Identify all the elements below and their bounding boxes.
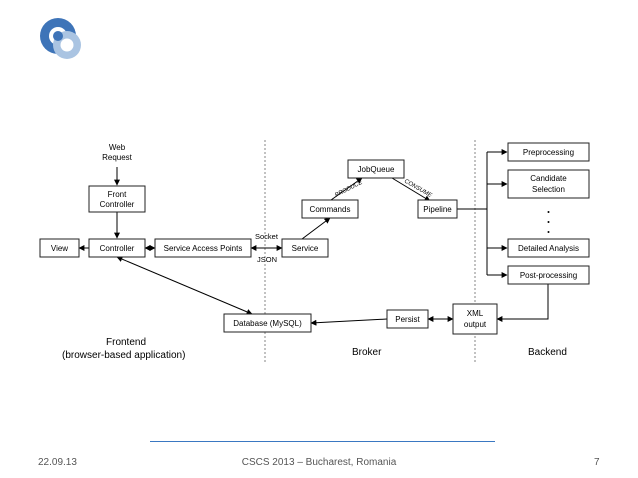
logo-icon — [40, 18, 81, 59]
node-commands — [301, 199, 359, 219]
edge-jobqueue-pipeline — [391, 177, 431, 202]
node-service-access-points-label: Service Access Points — [164, 244, 243, 253]
edge-post-xml — [496, 284, 549, 322]
edge-persist-database — [310, 318, 388, 326]
section-broker-title: Broker — [352, 347, 382, 358]
edge-service-commands — [301, 217, 331, 240]
node-jobqueue-label: JobQueue — [358, 165, 395, 174]
node-front-controller — [88, 185, 146, 213]
footer-date: 22.09.13 — [38, 457, 77, 468]
node-candidate-selection-label-2: Selection — [532, 185, 565, 194]
edge-label-json: JSON — [257, 255, 277, 264]
edge-controller-database — [116, 256, 253, 315]
node-detailed-analysis-label: Detailed Analysis — [518, 244, 579, 253]
node-service-label: Service — [292, 244, 319, 253]
node-service — [281, 238, 329, 258]
edge-label-produce: PRODUCE — [334, 179, 364, 198]
node-pipeline-label: Pipeline — [423, 205, 452, 214]
node-candidate-selection-label-1: Candidate — [530, 174, 567, 183]
node-web-request-label-1: Web — [109, 143, 126, 152]
footer-page-number: 7 — [594, 457, 600, 468]
section-backend-title: Backend — [528, 347, 567, 358]
node-persist-label: Persist — [395, 315, 420, 324]
node-post-processing-label: Post-processing — [520, 271, 577, 280]
ellipsis-dots — [547, 211, 550, 233]
node-jobqueue — [347, 159, 405, 179]
edge-commands-jobqueue — [330, 177, 363, 201]
edge-label-consume: CONSUME — [403, 179, 433, 200]
footer-rule — [150, 441, 495, 442]
footer-conference: CSCS 2013 – Bucharest, Romania — [241, 457, 397, 468]
node-xml-output-label-1: XML — [467, 309, 484, 318]
node-service-access-points — [154, 238, 252, 258]
edge-label-socket: Socket — [255, 232, 279, 241]
node-commands-label: Commands — [310, 205, 351, 214]
section-frontend-subtitle: (browser-based application) — [62, 350, 185, 361]
node-post-processing — [507, 265, 590, 285]
node-candidate-selection — [507, 169, 590, 199]
node-database-label: Database (MySQL) — [233, 319, 302, 328]
node-persist — [386, 309, 429, 329]
node-preprocessing — [507, 142, 590, 162]
node-front-controller-label-2: Controller — [100, 200, 135, 209]
node-pipeline — [417, 199, 458, 219]
section-frontend-title: Frontend — [106, 337, 146, 348]
node-view — [39, 238, 80, 258]
node-preprocessing-label: Preprocessing — [523, 148, 574, 157]
node-web-request-label-2: Request — [102, 153, 133, 162]
node-front-controller-label-1: Front — [108, 190, 127, 199]
node-view-label: View — [51, 244, 68, 253]
node-detailed-analysis — [507, 238, 590, 258]
node-xml-output-label-2: output — [464, 320, 487, 329]
node-controller-label: Controller — [100, 244, 135, 253]
node-database — [223, 313, 312, 333]
node-xml-output — [452, 303, 498, 335]
node-controller — [88, 238, 146, 258]
